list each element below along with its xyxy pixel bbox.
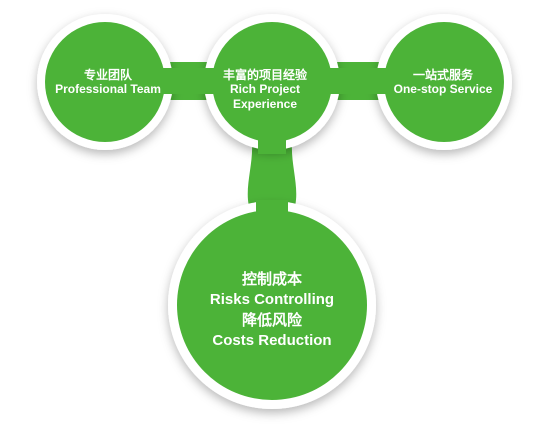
- node-experience-en2: Experience: [232, 96, 298, 111]
- node-experience-inner: [212, 22, 332, 142]
- node-service-zh: 一站式服务: [412, 68, 473, 82]
- node-center-inner: [177, 210, 367, 400]
- node-center-zh1: 控制成本: [241, 271, 302, 288]
- node-team-zh: 专业团队: [83, 68, 132, 82]
- node-center-en1: Risks Controlling: [209, 291, 335, 309]
- node-service-en: One-stop Service: [393, 82, 493, 97]
- joint-down-top: [258, 134, 286, 154]
- node-service-inner: [384, 22, 504, 142]
- node-experience-label: 丰富的项目经验 Rich Project Experience: [190, 68, 340, 111]
- node-center-zh2: 降低风险: [241, 311, 302, 329]
- node-experience-en1: Rich Project: [229, 82, 301, 97]
- node-team-en: Professional Team: [55, 82, 161, 97]
- joint-left: [160, 68, 220, 94]
- node-service-label: 一站式服务 One-stop Service: [368, 68, 518, 97]
- node-experience-zh: 丰富的项目经验: [222, 68, 307, 82]
- node-center-en2: Costs Reduction: [212, 331, 332, 349]
- node-team-label: 专业团队 Professional Team: [33, 68, 183, 97]
- joint-right: [326, 68, 390, 94]
- inner-circles-group: [45, 22, 504, 400]
- joint-group: [160, 68, 390, 220]
- node-team-inner: [45, 22, 165, 142]
- node-center-label: 控制成本 Risks Controlling 降低风险 Costs Reduct…: [182, 270, 362, 351]
- joint-down-bottom: [256, 200, 288, 220]
